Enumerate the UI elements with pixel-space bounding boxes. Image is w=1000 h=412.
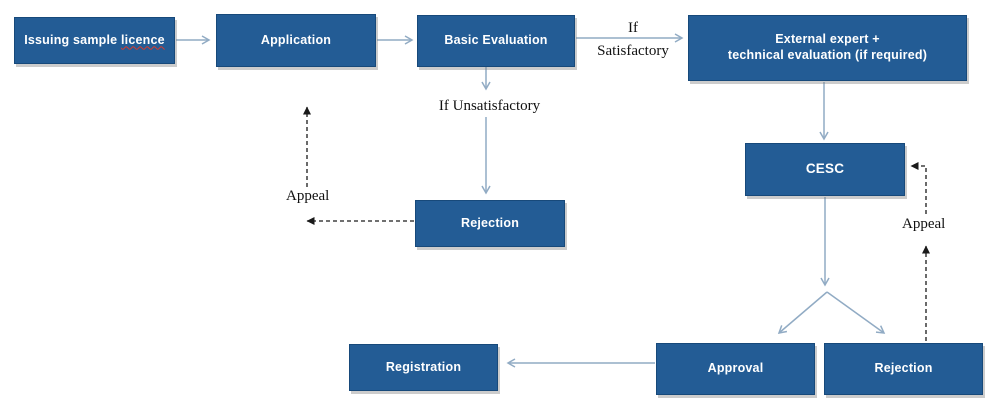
node-label: Rejection [460, 215, 520, 230]
node-registration: Registration [349, 344, 498, 391]
node-application: Application [216, 14, 376, 67]
node-label: Rejection [874, 361, 933, 376]
node-label: CESC [805, 161, 845, 177]
node-label-line1: External expert + [775, 32, 880, 47]
arrow-split-to-approval [777, 291, 828, 334]
edge-label-appeal-right: Appeal [902, 216, 946, 232]
edge-label-if-unsatisfactory: If Unsatisfactory [438, 98, 541, 114]
edge-label-if: If [628, 20, 638, 36]
node-label: Issuing sample licence [24, 33, 165, 49]
node-basic-evaluation: Basic Evaluation [417, 15, 575, 67]
node-label: Approval [707, 361, 764, 376]
node-rejection-bottom: Rejection [824, 343, 983, 395]
arrow-split-to-rejection [826, 291, 886, 334]
node-cesc: CESC [745, 143, 905, 196]
node-label-line2: technical evaluation (if required) [727, 48, 928, 62]
edge-label-satisfactory: Satisfactory [597, 43, 669, 59]
dashed-arrow-appeal-to-cesc [910, 162, 927, 214]
node-label: Application [260, 32, 332, 47]
node-label-text: Issuing sample [24, 32, 118, 47]
node-external-expert-evaluation: External expert + technical evaluation (… [688, 15, 967, 81]
node-rejection-middle: Rejection [415, 200, 565, 247]
node-issuing-sample-licence: Issuing sample licence [14, 17, 175, 64]
edge-label-appeal-left: Appeal [286, 188, 330, 204]
misspelled-word: licence [121, 32, 165, 47]
node-label: Basic Evaluation [444, 33, 548, 48]
node-label: Registration [385, 359, 462, 374]
node-approval: Approval [656, 343, 815, 395]
